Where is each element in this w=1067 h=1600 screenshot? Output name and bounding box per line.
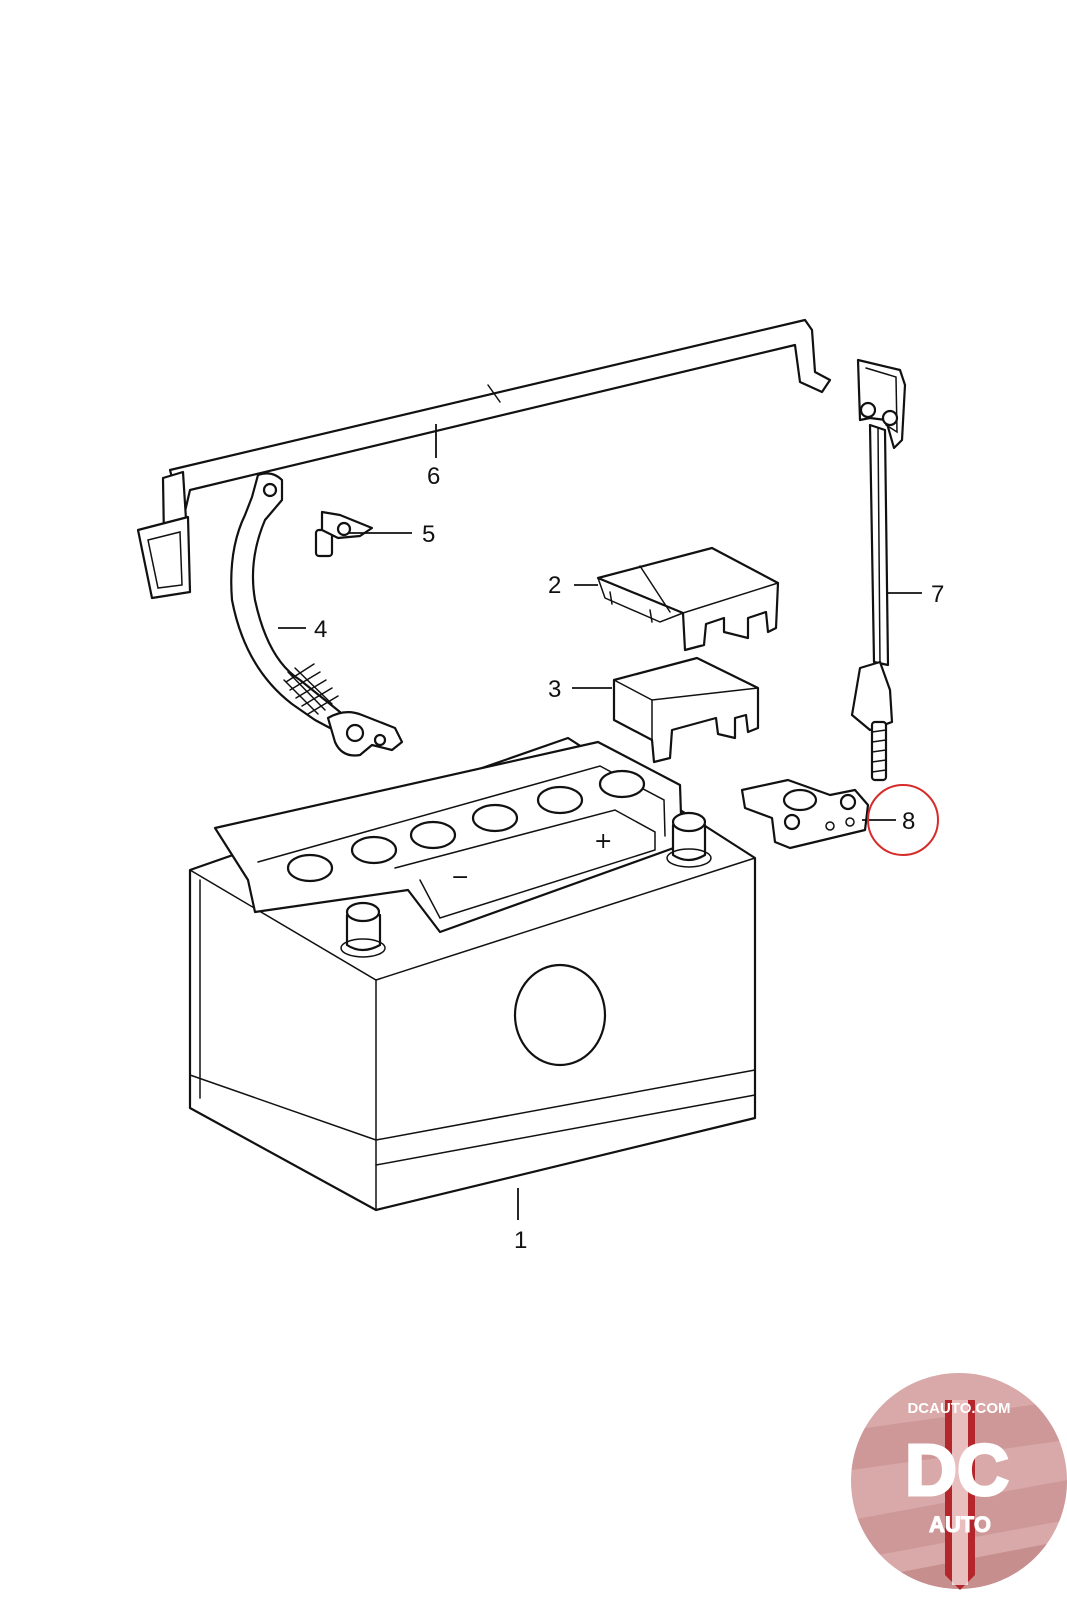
callout-5: 5 xyxy=(422,521,435,548)
callout-labels: 1 2 3 4 5 6 7 8 xyxy=(314,463,944,1254)
logo-site-text: DCAUTO.COM xyxy=(907,1400,1010,1417)
logo-word: AUTO xyxy=(929,1512,991,1537)
callout-7: 7 xyxy=(931,581,944,608)
terminal-cover-large xyxy=(596,546,780,652)
dcauto-logo: DCAUTO.COM DC AUTO xyxy=(851,1373,1067,1590)
battery-hold-down-strap xyxy=(136,318,832,600)
callout-1: 1 xyxy=(514,1227,527,1254)
battery: − + xyxy=(188,736,757,1212)
callout-8-highlight-ring xyxy=(867,784,939,856)
battery-terminal-clamp xyxy=(740,778,870,850)
callout-6: 6 xyxy=(427,463,440,490)
callout-3: 3 xyxy=(548,676,561,703)
terminal-cover-small xyxy=(612,656,760,764)
plus-mark: + xyxy=(594,829,612,854)
logo-monogram: DC xyxy=(905,1431,1009,1511)
wing-nut xyxy=(314,510,374,558)
callout-2: 2 xyxy=(548,572,561,599)
callout-8: 8 xyxy=(902,808,915,835)
ground-strap xyxy=(230,472,404,757)
leader-lines xyxy=(278,424,922,1220)
hold-down-bolt xyxy=(850,358,907,782)
callout-4: 4 xyxy=(314,616,327,643)
minus-mark: − xyxy=(451,865,469,890)
